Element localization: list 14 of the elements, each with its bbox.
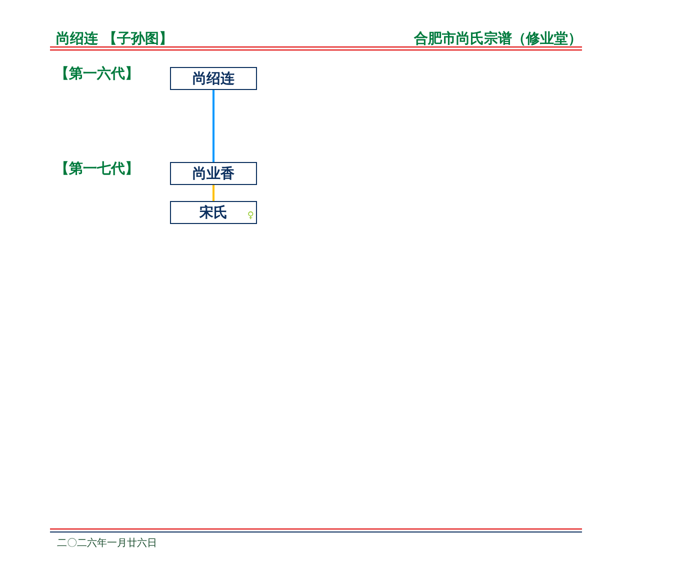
- header-text: 合肥市尚氏宗谱（修业堂）: [414, 30, 582, 48]
- connector-line: [212, 90, 214, 162]
- person-name: 尚业香: [192, 164, 234, 182]
- gender-symbol: ♀: [247, 212, 254, 221]
- person-box: [170, 162, 257, 185]
- date-text: 二〇二六年一月廿六日: [57, 536, 157, 550]
- generation-label: 【第一七代】: [55, 160, 139, 178]
- person-name: 宋氏: [200, 204, 228, 222]
- connector-line: [212, 185, 214, 201]
- generation-label: 【第一六代】: [55, 65, 139, 83]
- person-box: [170, 67, 257, 90]
- page-title: 尚绍连 【子孙图】: [56, 30, 173, 48]
- person-name: 尚绍连: [192, 70, 234, 88]
- person-box: [170, 201, 257, 224]
